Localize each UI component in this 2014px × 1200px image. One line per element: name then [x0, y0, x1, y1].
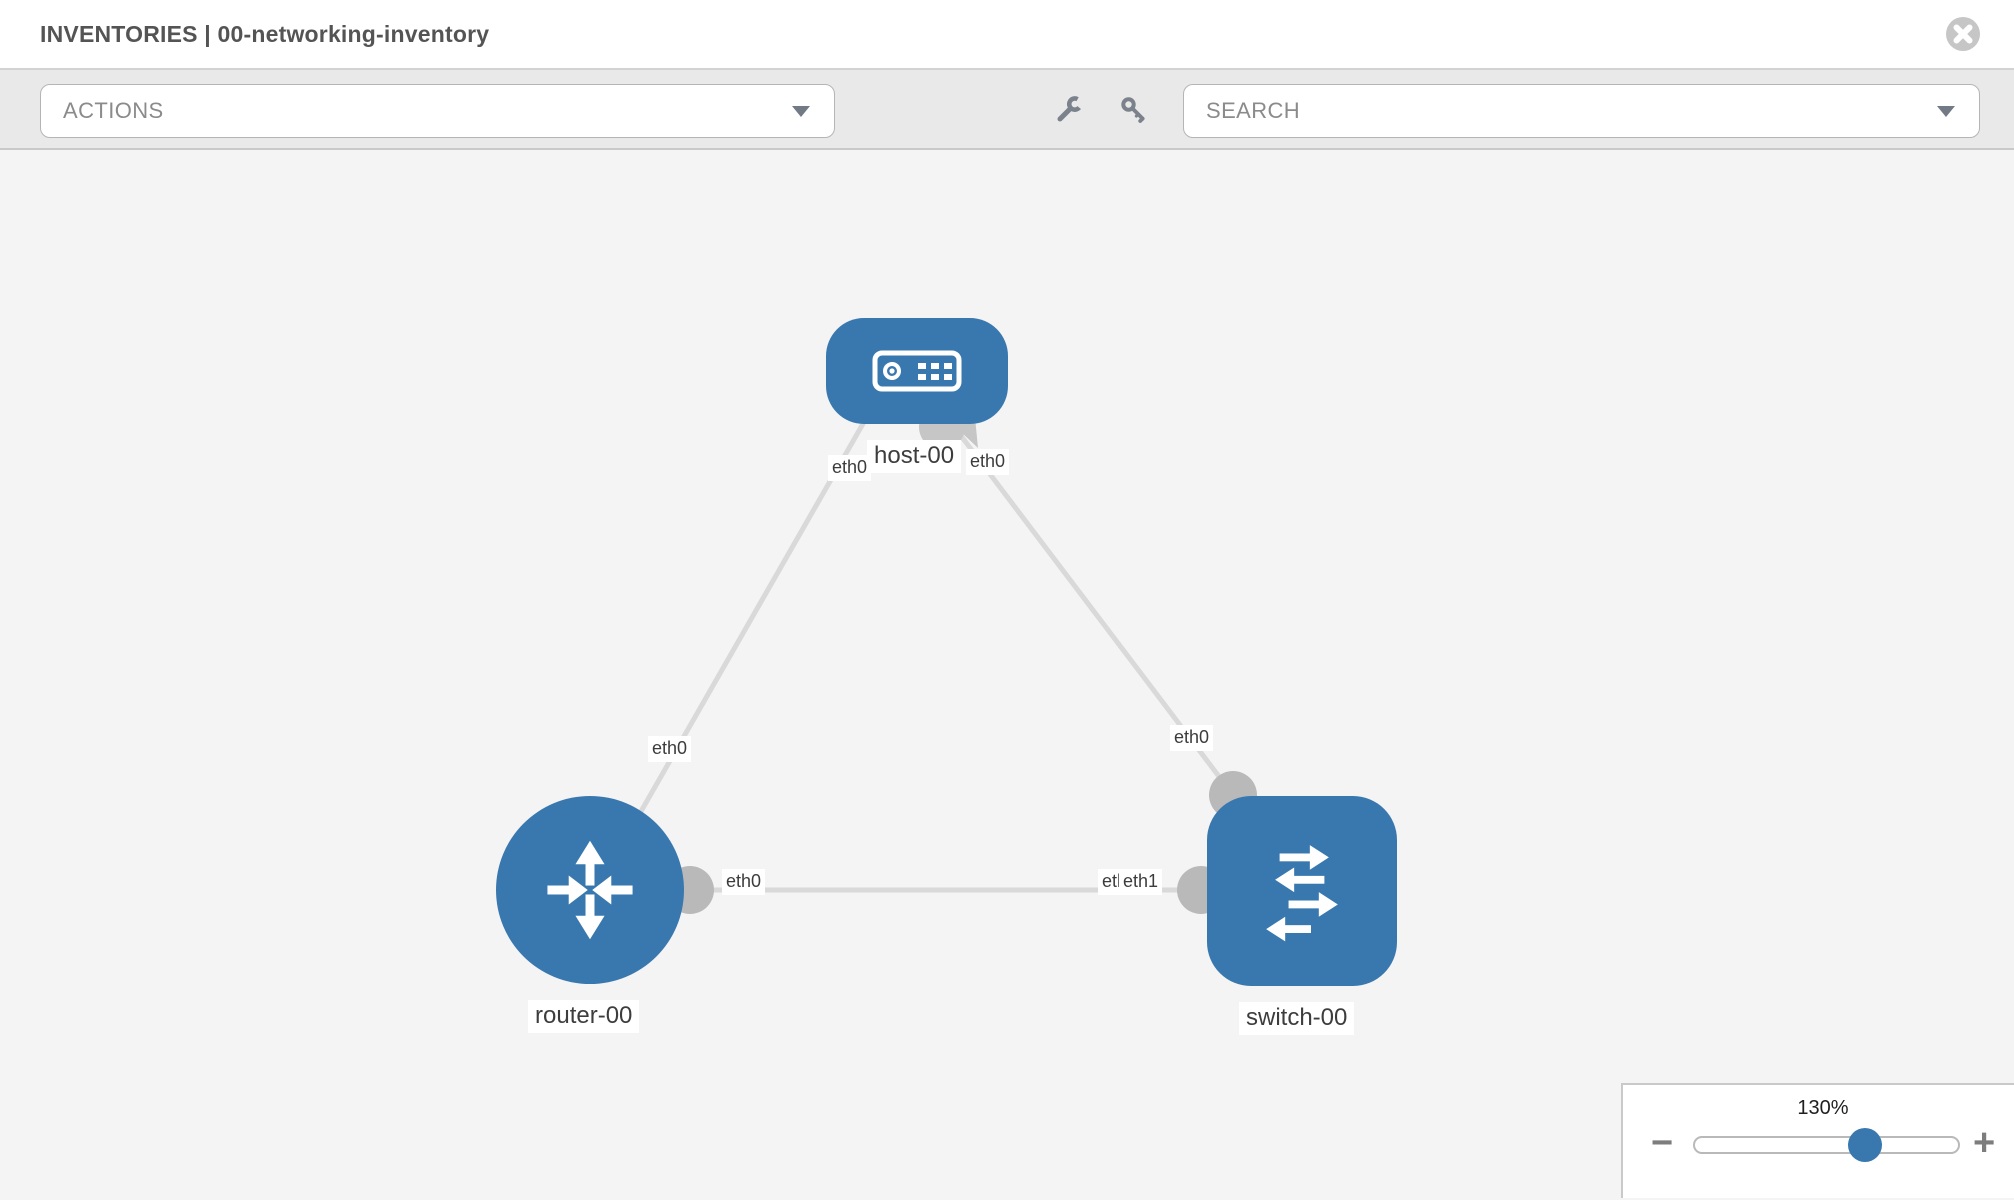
zoom-in-button[interactable]: +	[1973, 1122, 1996, 1164]
zoom-slider-track[interactable]	[1693, 1136, 1960, 1154]
topology-links-layer	[601, 404, 1257, 914]
link-host-router[interactable]	[601, 406, 875, 878]
page-title: INVENTORIES | 00-networking-inventory	[40, 21, 490, 47]
node-router-00[interactable]	[496, 796, 684, 984]
host-icon	[872, 350, 962, 392]
interface-label-switch-eth0: eth0	[1170, 725, 1214, 751]
close-icon[interactable]	[1945, 16, 1981, 52]
switch-icon	[1266, 845, 1338, 942]
key-icon[interactable]	[1120, 96, 1148, 124]
interface-label-host-eth0-left: eth0	[828, 455, 872, 481]
search-dropdown-label: SEARCH	[1206, 98, 1301, 123]
node-label-switch: switch-00	[1239, 1002, 1355, 1035]
zoom-slider-thumb[interactable]	[1848, 1128, 1882, 1162]
node-label-router: router-00	[528, 1000, 640, 1033]
interface-label-host-eth0-right: eth0	[966, 449, 1010, 475]
actions-dropdown-label: ACTIONS	[63, 98, 164, 123]
interface-label-router-eth0: eth0	[722, 869, 766, 895]
chevron-down-icon	[1937, 106, 1955, 117]
node-switch-00[interactable]	[1207, 796, 1397, 986]
actions-dropdown[interactable]: ACTIONS	[40, 84, 835, 138]
zoom-out-button[interactable]: −	[1651, 1122, 1674, 1164]
toolbar: ACTIONS SEARCH	[0, 70, 2014, 150]
interface-label-router-link-eth0: eth0	[648, 736, 692, 762]
zoom-level-value: 130%	[1797, 1097, 1849, 1119]
wrench-icon[interactable]	[1054, 96, 1082, 124]
router-icon	[547, 840, 633, 940]
search-dropdown[interactable]: SEARCH	[1183, 84, 1980, 138]
topology-canvas[interactable]: host-00 router-00 switch-00 eth0 eth0 et…	[0, 150, 2014, 1198]
breadcrumb-header: INVENTORIES | 00-networking-inventory	[0, 0, 2014, 70]
chevron-down-icon	[792, 106, 810, 117]
node-host-00[interactable]	[826, 318, 1008, 424]
node-label-host: host-00	[867, 440, 962, 473]
interface-label-switch-eth1: eth1	[1119, 869, 1163, 895]
zoom-panel: 130% − +	[1621, 1083, 2014, 1198]
